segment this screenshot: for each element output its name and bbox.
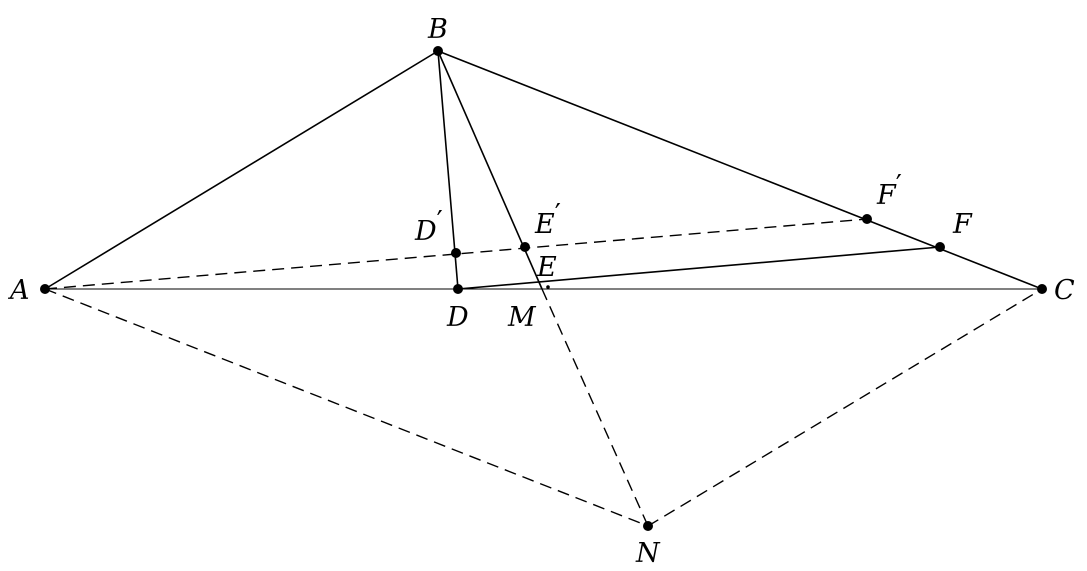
label-Fp-prime: ′ (896, 170, 902, 201)
dashed-lines (44, 218, 1043, 527)
vertices (40, 46, 1047, 531)
label-Fp-letter: F (876, 180, 897, 211)
segment-AB (44, 50, 439, 290)
label-E: E (536, 252, 557, 283)
segment-AN (44, 288, 649, 527)
segment-DF (457, 246, 941, 290)
segment-AFp (44, 218, 868, 290)
label-N: N (635, 538, 661, 569)
label-D: D (446, 302, 469, 333)
label-Ep-letter: E (534, 209, 555, 240)
label-Dp-prime: ′ (437, 206, 443, 237)
point-Fp (862, 214, 872, 224)
segment-NC (647, 288, 1043, 527)
label-C: C (1054, 275, 1075, 306)
point-D (453, 284, 463, 294)
point-Dp (451, 248, 461, 258)
point-A (40, 284, 50, 294)
label-M: M (507, 302, 537, 333)
label-Ep: E′ (534, 199, 561, 240)
label-Fp: F′ (876, 170, 902, 211)
point-F (935, 242, 945, 252)
point-B (433, 46, 443, 56)
segment-MN (541, 288, 649, 527)
label-Ep-prime: ′ (555, 199, 561, 230)
point-N (643, 521, 653, 531)
segment-BC (437, 50, 1043, 290)
label-Dp: D′ (414, 206, 443, 247)
point-Ep (520, 242, 530, 252)
point-E (546, 285, 550, 289)
labels: A B C D M E N F D′ E′ F′ (7, 14, 1075, 569)
point-C (1037, 284, 1047, 294)
label-A: A (7, 275, 30, 306)
label-B: B (427, 14, 448, 45)
label-F: F (952, 209, 973, 240)
label-Dp-letter: D (414, 216, 437, 247)
